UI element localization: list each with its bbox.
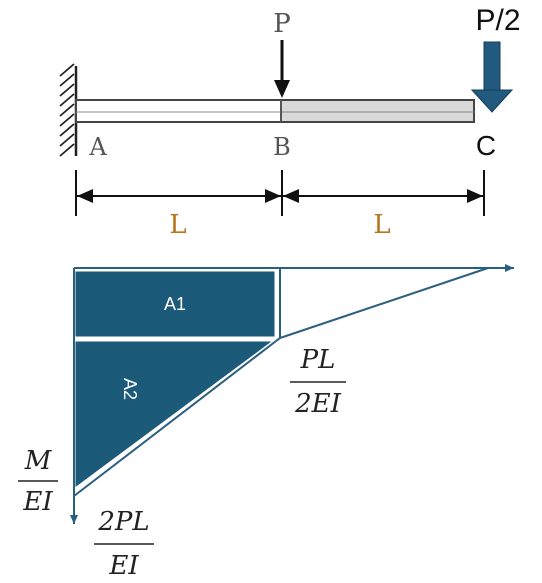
value-b-numerator: PL [300, 345, 336, 375]
region-a2-label: A2 [120, 378, 140, 400]
dimension-arrowheads [77, 189, 483, 203]
value-a-denominator: EI [108, 551, 139, 581]
value-a-fraction: 2PL EI [94, 507, 154, 581]
region-a1-label: A1 [164, 294, 186, 314]
axis-label-denominator: EI [22, 487, 53, 517]
value-b-denominator: 2EI [294, 389, 342, 419]
mei-outline [70, 264, 514, 524]
fixed-support [59, 63, 78, 157]
load-p2-label: P/2 [475, 4, 520, 37]
load-p2-arrow [470, 41, 514, 113]
span-1-label: L [169, 210, 186, 240]
region-a2 [72, 338, 281, 493]
axis-label-fraction: M EI [18, 446, 58, 517]
load-p-label: P [273, 9, 291, 39]
dimension-lines [75, 170, 485, 216]
point-a-label: A [88, 133, 107, 161]
axis-label-numerator: M [24, 446, 53, 476]
beam-body [75, 99, 475, 123]
point-c-label: C [476, 130, 496, 161]
beam-diagram: P P/2 A B C L L [59, 4, 521, 240]
value-b-fraction: PL 2EI [290, 345, 346, 419]
value-a-numerator: 2PL [97, 507, 149, 537]
load-p-arrow [274, 40, 290, 98]
point-b-label: B [273, 133, 291, 161]
mei-diagram: A1 A2 PL 2EI M EI 2PL EI [18, 264, 514, 581]
span-2-label: L [373, 210, 390, 240]
